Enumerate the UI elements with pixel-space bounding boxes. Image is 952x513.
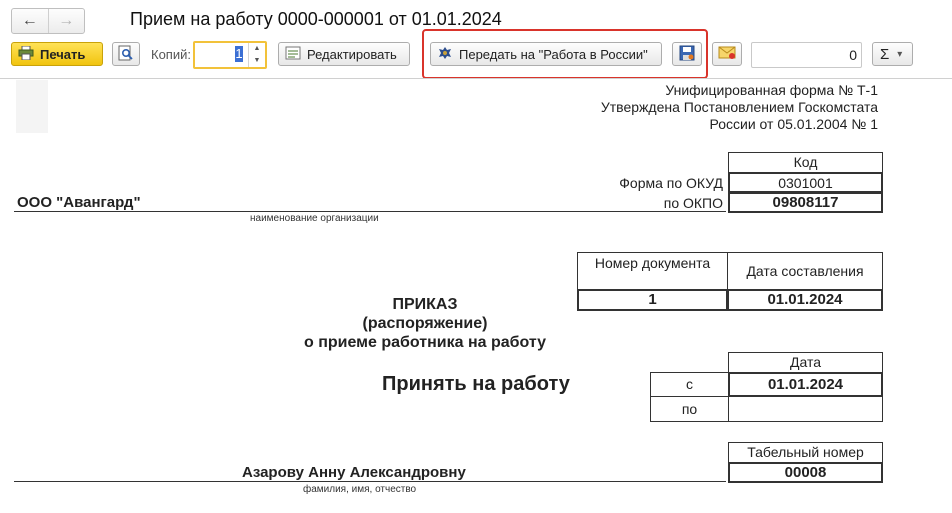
sigma-icon: Σ	[880, 45, 890, 63]
date-header: Дата	[728, 352, 883, 373]
employee-caption: фамилия, имя, отчество	[303, 484, 417, 495]
hire-label: Принять на работу	[382, 373, 570, 395]
order-title-line2: (распоряжение)	[362, 315, 488, 332]
chevron-down-icon: ▾	[897, 48, 903, 60]
edit-icon	[285, 46, 301, 63]
arrow-right-icon: →	[58, 12, 75, 29]
floppy-disk-icon	[679, 45, 695, 64]
magnifier-page-icon	[118, 45, 134, 64]
sum-mode-button[interactable]: Σ ▾	[872, 42, 913, 66]
form-header-line1: Унифицированная форма № Т-1	[665, 82, 878, 98]
copies-value: 1	[235, 46, 243, 62]
nav-buttons: ← →	[11, 8, 85, 34]
doc-date-value: 01.01.2024	[727, 289, 883, 311]
envelope-icon	[718, 46, 736, 63]
order-title-line3: о приеме работника на работу	[303, 334, 547, 351]
edit-button[interactable]: Редактировать	[278, 42, 410, 66]
copies-stepper[interactable]: ▲ ▼	[248, 43, 265, 67]
arrow-left-icon: ←	[21, 12, 38, 29]
code-header: Код	[728, 152, 883, 173]
form-header-line3: России от 05.01.2004 № 1	[709, 116, 878, 132]
send-to-work-in-russia-button[interactable]: Передать на "Работа в России"	[430, 42, 662, 66]
send-label: Передать на "Работа в России"	[459, 46, 648, 62]
employee-name: Азарову Анну Александровну	[242, 464, 466, 481]
edit-label: Редактировать	[307, 46, 397, 62]
organization-name: ООО "Авангард"	[17, 194, 141, 211]
doc-date-header: Дата составления	[727, 252, 883, 290]
back-button[interactable]: ←	[12, 9, 48, 33]
nav-separator	[47, 9, 49, 33]
tab-number-header: Табельный номер	[728, 442, 883, 463]
okud-label: Форма по ОКУД	[619, 175, 723, 191]
save-button[interactable]	[672, 42, 702, 66]
print-button[interactable]: Печать	[11, 42, 103, 66]
sheet-corner	[16, 80, 48, 133]
tab-number-value: 00008	[728, 462, 883, 483]
send-email-button[interactable]	[712, 42, 742, 66]
copies-input[interactable]	[193, 41, 267, 69]
toolbar-divider	[0, 78, 952, 79]
org-caption: наименование организации	[250, 213, 379, 224]
to-date-value	[728, 396, 883, 422]
doc-number-value: 1	[577, 289, 728, 311]
printer-icon	[18, 45, 34, 63]
from-date-value: 01.01.2024	[728, 372, 883, 397]
doc-number-header: Номер документа	[577, 252, 728, 290]
from-label: с	[650, 372, 729, 397]
okud-value: 0301001	[728, 172, 883, 193]
to-label: по	[650, 396, 729, 422]
order-title-line1: ПРИКАЗ	[392, 296, 458, 313]
form-header: Унифицированная форма № Т-1 Утверждена П…	[601, 82, 878, 133]
order-title: ПРИКАЗ (распоряжение) о приеме работника…	[280, 295, 570, 352]
sum-field[interactable]: 0	[751, 42, 862, 68]
okpo-label: по ОКПО	[663, 195, 723, 211]
window-title: Прием на работу 0000-000001 от 01.01.202…	[130, 9, 502, 29]
print-label: Печать	[40, 46, 86, 62]
form-header-line2: Утверждена Постановлением Госкомстата	[600, 99, 878, 115]
okpo-value: 09808117	[728, 192, 883, 213]
employee-underline	[14, 481, 726, 482]
org-underline	[14, 211, 726, 212]
preview-button[interactable]	[112, 42, 140, 66]
stepper-up-icon[interactable]: ▲	[253, 45, 261, 52]
forward-button[interactable]: →	[49, 9, 85, 33]
copies-label: Копий:	[151, 47, 191, 62]
stepper-down-icon[interactable]: ▼	[253, 57, 261, 64]
eagle-emblem-icon	[437, 45, 453, 64]
